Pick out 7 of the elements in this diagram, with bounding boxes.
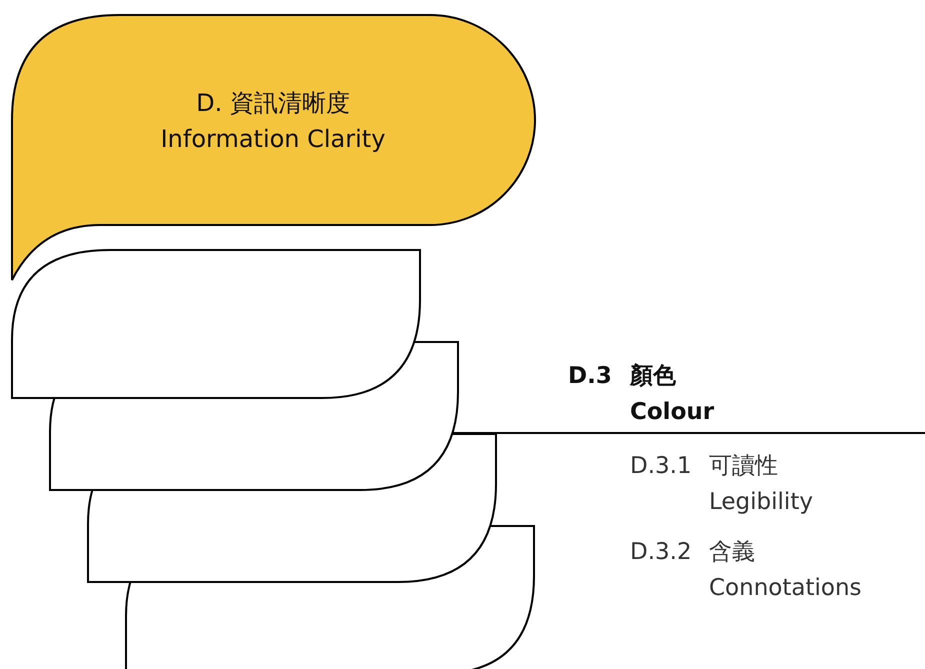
section-title: 顏色 Colour [630,362,714,427]
heading-text: D. 資訊清晰度 Information Clarity [160,88,386,155]
subsection-number: D.3.1 [630,452,692,481]
subsection-title: 可讀性 Legibility [709,452,813,517]
subsection-number: D.3.2 [630,538,692,567]
subsection-title: 含義 Connotations [709,538,862,603]
section-number: D.3 [568,362,612,391]
